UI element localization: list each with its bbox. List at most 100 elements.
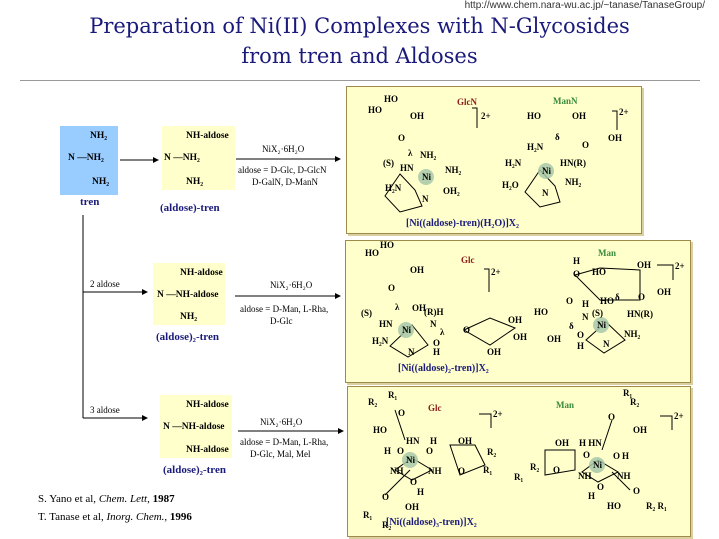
atom-label: OH	[405, 502, 420, 512]
di-mid: N —NH-aldose	[157, 290, 219, 300]
atom-label: OH	[458, 436, 473, 446]
atom-label: N	[542, 188, 549, 198]
atom-label: R₂	[630, 397, 640, 407]
nickel-center-icon	[589, 457, 605, 473]
di-cond2: D-Glc	[270, 316, 293, 326]
atom-label: H	[582, 299, 590, 309]
atom-label: R₁	[363, 510, 373, 520]
atom-label: R₂ R₁	[646, 501, 667, 511]
atom-label: HO	[534, 307, 549, 317]
atom-label: NH	[578, 471, 592, 481]
nickel-center-icon	[402, 452, 418, 468]
atom-label: (S)	[592, 308, 603, 318]
atom-label: R₂	[487, 447, 497, 457]
atom-label: OH	[637, 260, 652, 270]
atom-label: H₂N	[372, 336, 389, 346]
slide-title-line1: Preparation of Ni(II) Complexes with N-G…	[89, 14, 630, 38]
atom-label: O	[566, 296, 574, 306]
atom-label: N	[603, 339, 610, 349]
atom-label: HO	[592, 267, 607, 277]
atom-label: OH	[412, 303, 427, 313]
di-branch-label: 2 aldose	[90, 279, 120, 289]
atom-label: O	[397, 446, 405, 456]
atom-label: OH	[487, 347, 502, 357]
atom-label: O	[633, 486, 641, 496]
atom-label: OH	[608, 133, 623, 143]
atom-label: OH	[633, 425, 648, 435]
atom-label: O	[608, 412, 616, 422]
mono-cond1: aldose = D-Glc, D-GlcN	[238, 165, 327, 175]
atom-label: δ	[615, 292, 620, 302]
mono-top: NH-aldose	[186, 131, 229, 141]
nickel-center-icon	[538, 163, 554, 179]
atom-label: O	[382, 492, 390, 502]
atom-label: O	[388, 283, 396, 293]
atom-label: δ	[569, 321, 574, 331]
sugar-name-left: Glc	[461, 255, 475, 265]
ref2-authors: T. Tanase et al,	[38, 511, 107, 523]
ref1-authors: S. Yano et al,	[38, 493, 99, 505]
atom-label: H	[433, 347, 441, 357]
atom-label: H	[384, 446, 392, 456]
di-box	[153, 263, 225, 325]
atom-label: N	[422, 194, 429, 204]
charge-label: 2+	[481, 111, 491, 121]
atom-label: HO	[600, 296, 615, 306]
tren-box	[60, 126, 118, 195]
tri-branch-label: 3 aldose	[90, 405, 120, 415]
atom-label: H	[588, 491, 596, 501]
tren-nh2-top: NH₂	[90, 131, 108, 141]
atom-label: O	[582, 140, 590, 150]
atom-label: (R)H	[424, 307, 444, 317]
atom-label: OH	[555, 438, 570, 448]
atom-label: Ni	[402, 325, 411, 335]
atom-label: Ni	[406, 455, 415, 465]
reference-2: T. Tanase et al, Inorg. Chem., 1996	[38, 511, 192, 523]
atom-label: R₂	[530, 462, 540, 472]
atom-label: O	[410, 477, 418, 487]
charge-label: 2+	[493, 409, 503, 419]
charge-label: 2+	[491, 267, 501, 277]
atom-label: O	[458, 466, 466, 476]
di-bot: NH₂	[180, 312, 198, 322]
ref1-journal: Chem. Lett	[98, 493, 148, 505]
atom-label: NH₂	[565, 177, 582, 187]
title-divider	[20, 80, 700, 81]
charge-label: 2+	[674, 411, 684, 421]
atom-label: OH	[410, 265, 425, 275]
reference-1: S. Yano et al, Chem. Lett, 1987	[38, 493, 175, 505]
tri-box	[160, 395, 232, 458]
atom-label: HO	[365, 248, 380, 258]
panel-mono-complex	[346, 86, 642, 234]
atom-label: N	[408, 347, 415, 357]
atom-label: N	[582, 312, 589, 322]
atom-label: R₁	[623, 388, 633, 398]
ref1-year: 1987	[152, 493, 175, 505]
atom-label: (S)	[361, 308, 372, 318]
tren-n-mid: N —NH₂	[68, 153, 104, 163]
sugar-name-right: Man	[556, 400, 574, 410]
atom-label: HN(R)	[627, 309, 653, 319]
atom-label: H	[417, 487, 425, 497]
atom-label: HO	[368, 105, 383, 115]
complex-formula: [Ni((aldose)₂-tren)]X₂	[398, 363, 489, 374]
atom-label: H	[622, 451, 630, 461]
atom-label: OH	[410, 111, 425, 121]
mono-bot: NH₂	[186, 177, 204, 187]
di-top: NH-aldose	[180, 268, 223, 278]
atom-label: OH	[547, 334, 562, 344]
atom-label: O	[583, 450, 591, 460]
nickel-center-icon	[418, 169, 434, 185]
charge-label: 2+	[675, 261, 685, 271]
atom-label: O	[553, 465, 561, 475]
atom-label: R₁	[483, 465, 493, 475]
complex-formula: [Ni((aldose)-tren)(H₂O)]X₂	[406, 218, 520, 229]
atom-label: NH	[617, 471, 631, 481]
tren-label: tren	[80, 196, 100, 208]
atom-label: H	[573, 256, 581, 266]
atom-label: O	[398, 408, 406, 418]
atom-label: O	[597, 482, 605, 492]
tren-nh2-bot: NH₂	[92, 177, 110, 187]
atom-label: H₂O	[502, 180, 519, 190]
